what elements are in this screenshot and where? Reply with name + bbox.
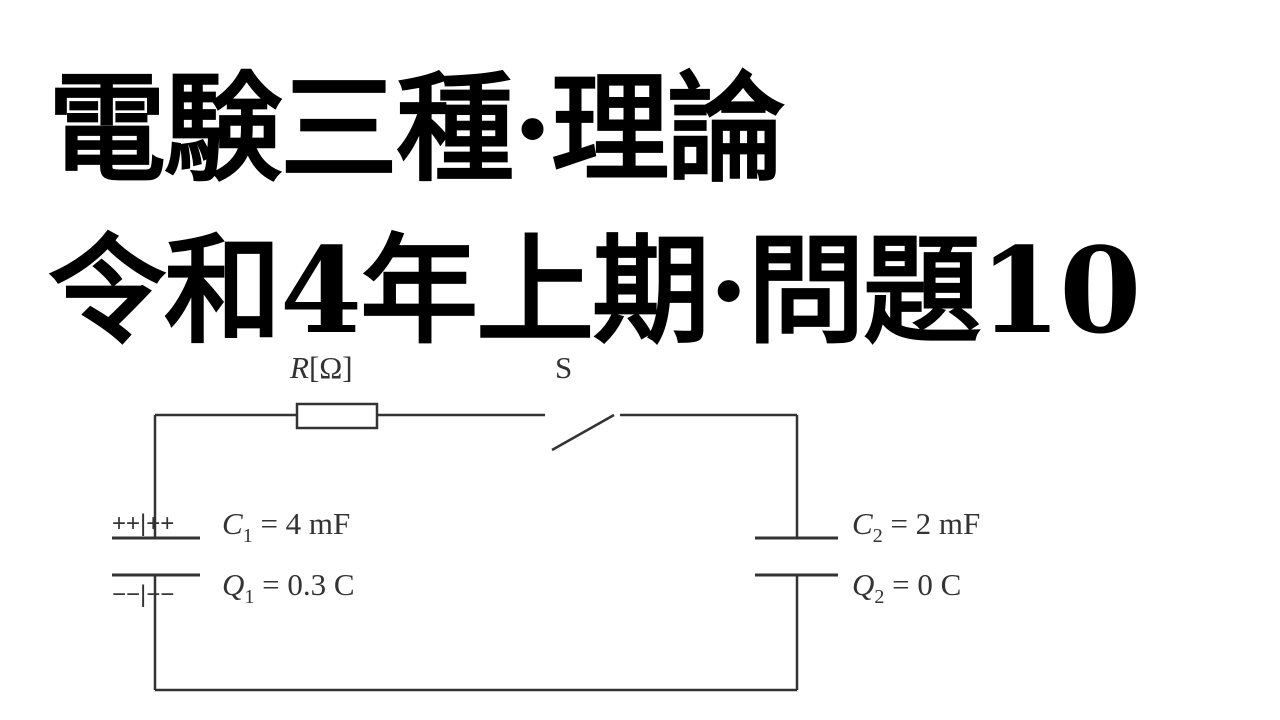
c2-capacitance-label: C2 = 2 mF xyxy=(852,506,980,547)
switch-lever xyxy=(551,413,615,452)
resistor-label: R[Ω] xyxy=(289,350,353,385)
c1-plus-marks: ++|++ xyxy=(112,510,174,537)
resistor xyxy=(295,402,379,430)
capacitor-c2 xyxy=(755,536,838,577)
c2-charge-label: Q2 = 0 C xyxy=(852,567,961,608)
switch-label: S xyxy=(555,350,572,385)
c1-charge-label: Q1 = 0.3 C xyxy=(222,567,355,608)
capacitor-c1 xyxy=(112,536,200,577)
wires xyxy=(153,402,799,692)
title-line-2: 令和4年上期·問題10 xyxy=(48,221,1141,360)
title-line-1: 電験三種·理論 xyxy=(48,59,785,198)
c1-minus-marks: −−|−− xyxy=(112,581,174,608)
c1-capacitance-label: C1 = 4 mF xyxy=(222,506,350,547)
